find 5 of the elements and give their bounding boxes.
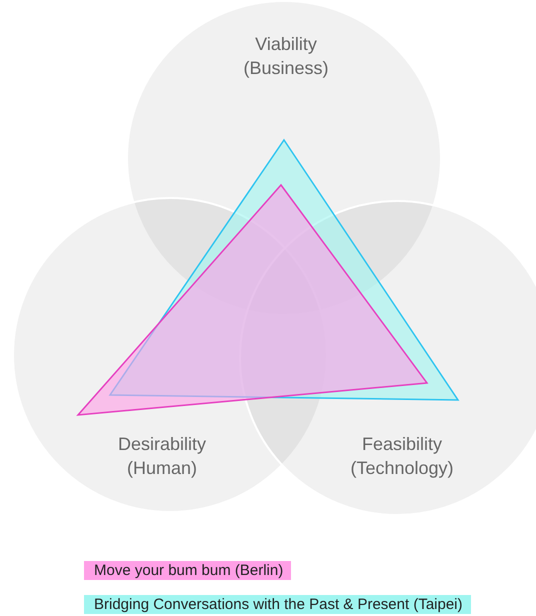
circle-label: Viability (Business) [242,33,330,80]
circle-label: Feasibility (Technology) [349,433,455,480]
circle-label: Desirability (Human) [116,433,208,480]
legend-entry: Move your bum bum (Berlin) [84,561,292,580]
legend-entry: Bridging Conversations with the Past & Present (Taipei) [84,595,471,614]
